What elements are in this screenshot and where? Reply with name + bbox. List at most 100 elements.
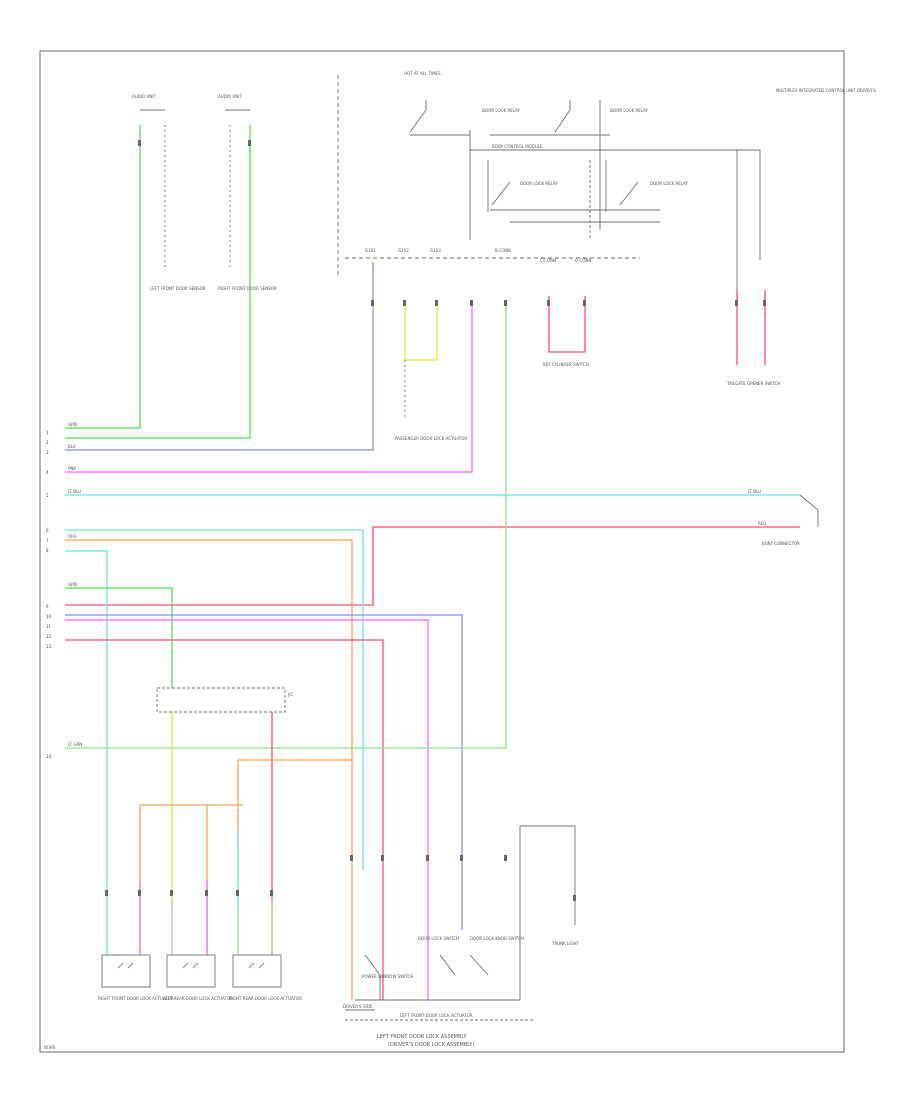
actuator-box-1 bbox=[101, 954, 151, 988]
label-hot: HOT AT ALL TIMES bbox=[404, 71, 441, 76]
wire-ltblue-3 bbox=[65, 550, 108, 955]
wire-tag: LT BLU bbox=[68, 489, 81, 494]
label-passenger-switch: PASSENGER DOOR LOCK ACTUATOR bbox=[395, 436, 467, 441]
wire-yellow-top bbox=[404, 300, 438, 361]
actuators bbox=[101, 954, 282, 988]
pin-label: 6 bbox=[46, 528, 49, 533]
junction-block bbox=[156, 687, 286, 713]
wire-ltblue-2 bbox=[65, 529, 364, 870]
label-right-note: MULTIPLEX INTEGRATED CONTROL UNIT DRIVER… bbox=[776, 88, 876, 93]
label-relay-b: DOOR LOCK RELAY bbox=[610, 108, 648, 113]
marker bbox=[270, 890, 273, 896]
label-driver-a: POWER WINDOW SWITCH bbox=[362, 974, 413, 979]
label-caption-2: (DRIVER'S DOOR LOCK ASSEMBLY) bbox=[388, 1042, 474, 1048]
relay-bottom-bus bbox=[490, 209, 660, 223]
driver-switch-b bbox=[439, 954, 456, 976]
marker bbox=[138, 140, 141, 146]
label-audio-b: AUDIO UNIT bbox=[218, 94, 242, 99]
relay-switch-1 bbox=[409, 100, 427, 133]
actuator-box-3 bbox=[232, 954, 282, 988]
pin-label: 5 bbox=[46, 493, 49, 498]
wire-pink-1 bbox=[65, 300, 473, 473]
label-integrated-unit: BODY CONTROL MODULE bbox=[492, 144, 543, 149]
marker bbox=[350, 855, 353, 861]
driver-switch-c bbox=[469, 954, 489, 976]
marker bbox=[435, 300, 438, 306]
wire-tag: RED bbox=[758, 521, 766, 526]
marker bbox=[105, 890, 108, 896]
wire-blue-1 bbox=[65, 262, 374, 451]
wire-red-long bbox=[65, 526, 800, 606]
wire-tag: LT BLU bbox=[748, 489, 761, 494]
marker bbox=[504, 300, 507, 306]
wire-tag: GRN bbox=[68, 422, 77, 427]
pin-label: 13 bbox=[46, 644, 52, 649]
actuator-box-2 bbox=[166, 954, 216, 988]
wire-group bbox=[65, 125, 800, 1000]
actuator-glyph-2 bbox=[182, 962, 199, 969]
marker bbox=[583, 300, 586, 306]
marker bbox=[460, 855, 463, 861]
label-conn-g102: G102 bbox=[398, 248, 409, 253]
label-caption-1: LEFT FRONT DOOR LOCK ASSEMBLY bbox=[377, 1034, 468, 1040]
marker bbox=[547, 300, 550, 306]
marker bbox=[426, 855, 429, 861]
diagram-frame bbox=[39, 50, 845, 1053]
pin-label: 10 bbox=[46, 614, 52, 619]
label-sensor-b: RIGHT FRONT DOOR SENSOR bbox=[218, 286, 277, 291]
marker bbox=[470, 300, 473, 306]
label-conn-c: C-CONN bbox=[540, 258, 556, 263]
driver-assembly-lines bbox=[355, 825, 576, 1001]
pin-label: 8 bbox=[46, 548, 49, 553]
pin-label: 9 bbox=[46, 604, 49, 609]
marker bbox=[504, 855, 507, 861]
pin-label: 12 bbox=[46, 634, 52, 639]
wire-red-top-loop bbox=[548, 296, 586, 353]
pin-label: 11 bbox=[46, 624, 52, 629]
pin-label: 2 bbox=[46, 440, 49, 445]
wire-blue-2 bbox=[65, 614, 463, 930]
connector-markers bbox=[105, 140, 766, 901]
wire-green-2 bbox=[65, 125, 251, 439]
relay-switch-2 bbox=[554, 100, 571, 133]
actuator-glyph-1 bbox=[117, 962, 134, 969]
label-driver-b: DOOR LOCK SWITCH bbox=[418, 936, 459, 941]
label-actuator-2: LEFT REAR DOOR LOCK ACTUATOR bbox=[163, 996, 233, 1001]
label-relay-a: DOOR LOCK RELAY bbox=[482, 108, 520, 113]
left-pin-column: 1 2 3 4 5 6 7 8 9 10 11 12 13 14 bbox=[46, 430, 52, 759]
label-actuator-1: RIGHT FRONT DOOR LOCK ACTUATOR bbox=[98, 996, 174, 1001]
label-sensor-a: LEFT FRONT DOOR SENSOR bbox=[150, 286, 206, 291]
marker bbox=[735, 300, 738, 306]
wire-tag: PNK bbox=[68, 466, 76, 471]
marker bbox=[170, 890, 173, 896]
wire-orange-top-branch bbox=[237, 759, 352, 860]
wire-tags: GRN BLU PNK LT BLU RED ORG GRN LT GRN LT… bbox=[68, 422, 766, 747]
relay-vert-a bbox=[470, 149, 761, 260]
marker bbox=[573, 895, 576, 901]
pin-label: 4 bbox=[46, 470, 49, 475]
wire-orange-1 bbox=[65, 539, 353, 1000]
relay-box bbox=[487, 160, 607, 212]
label-light: TRUNK LIGHT bbox=[551, 941, 580, 946]
wire-green-junction bbox=[65, 587, 173, 688]
marker bbox=[403, 300, 406, 306]
label-conn-b: B-CONN bbox=[495, 248, 511, 253]
label-conn-g103: G103 bbox=[430, 248, 441, 253]
actuator-glyph-3 bbox=[248, 962, 265, 969]
wire-red-2 bbox=[65, 639, 384, 1000]
wire-ltgreen-long bbox=[65, 300, 507, 749]
label-relay-c: DOOR LOCK RELAY bbox=[520, 181, 558, 186]
label-actuator-3: RIGHT REAR DOOR LOCK ACTUATOR bbox=[229, 996, 302, 1001]
wire-tag: ORG bbox=[68, 534, 77, 539]
label-bottom-bus: LEFT FRONT DOOR LOCK ACTUATOR bbox=[400, 1013, 473, 1018]
relay-switch-3 bbox=[491, 181, 511, 206]
wire-orange-branch bbox=[139, 804, 243, 955]
wire-green-1 bbox=[65, 125, 141, 429]
label-relay-d: DOOR LOCK RELAY bbox=[650, 181, 688, 186]
relay-switch-4 bbox=[619, 181, 639, 206]
marker bbox=[763, 300, 766, 306]
pin-label: 3 bbox=[46, 450, 49, 455]
pin-label: 14 bbox=[46, 754, 52, 759]
corner-label: W.WS bbox=[44, 1045, 56, 1050]
